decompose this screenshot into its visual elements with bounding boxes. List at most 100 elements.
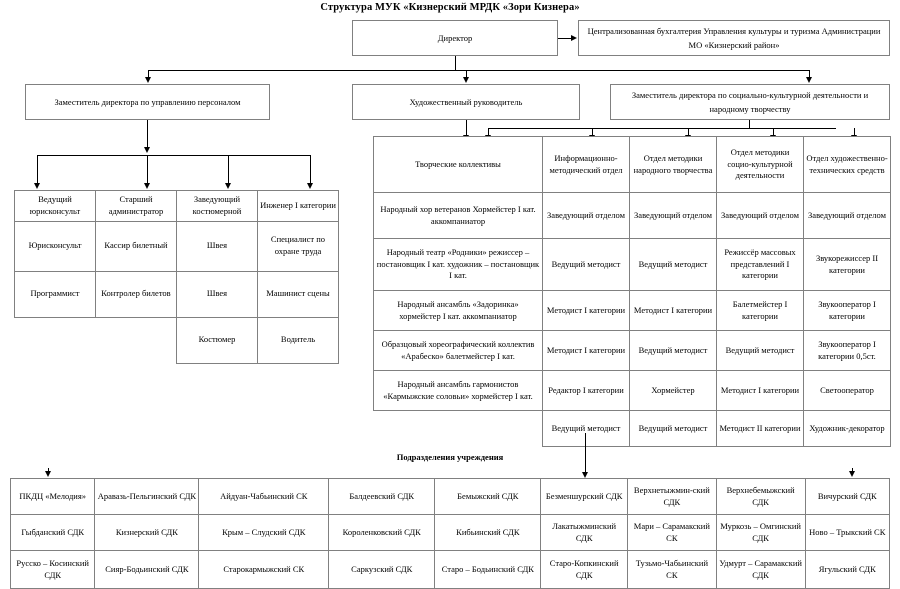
cell-dept-r5c3: Методист II категории [716, 410, 804, 447]
cell-dept-r2c3: Балетмейстер I категории [716, 290, 804, 331]
cell-dept-r5c0 [374, 411, 543, 447]
cell-sub-r2c5: Старо-Копкинский СДК [540, 550, 628, 589]
arrow-hr-col4 [306, 183, 313, 189]
connector-socio-down [749, 120, 750, 128]
cell-left-r0c0: Юрисконсульт [14, 220, 96, 272]
cell-dept-r1c2: Ведущий методист [629, 238, 717, 291]
table-row: Народный театр «Родники» режиссер – пост… [373, 238, 891, 291]
cell-dept-r1c3: Режиссёр массовых представлений I катего… [716, 238, 804, 291]
connector-tier2-bus [148, 70, 809, 71]
connector-tier2-left [148, 70, 149, 78]
table-row: Народный хор ветеранов Хормейстер I кат.… [373, 192, 891, 239]
cell-left-r2c3: Водитель [257, 316, 339, 364]
box-centralized-accounting: Централизованная бухгалтерия Управления … [578, 20, 890, 56]
cell-sub-r2c1: Сияр-Бодьинский СДК [94, 550, 200, 589]
table-row: Программист Контролер билетов Швея Машин… [14, 270, 339, 318]
cell-sub-r0c1: Аравазь-Пельгинский СДК [94, 478, 200, 515]
cell-left-h1: Старший администратор [95, 190, 177, 222]
table-row: Русско – Косинский СДК Сияр-Бодьинский С… [9, 550, 890, 589]
arrow-hr-col1 [33, 183, 40, 189]
connector-hr-col3 [228, 155, 229, 184]
arrow-hr-col3 [224, 183, 231, 189]
arrow-hr-col2 [143, 183, 150, 189]
cell-sub-r0c7: Верхнебемыжский СДК [715, 478, 806, 515]
cell-dept-r0c1: Заведующий отделом [542, 192, 630, 239]
cell-dept-r5c1: Ведущий методист [542, 410, 630, 447]
arrow-tier2-left [144, 77, 151, 83]
connector-director-to-accounting [558, 38, 572, 39]
table-row: Образцовый хореографический коллектив «А… [373, 330, 891, 371]
box-deputy-sociocultural: Заместитель директора по социально-культ… [610, 84, 890, 120]
cell-sub-r0c5: Безменшурский СДК [540, 478, 628, 515]
subdivisions-title: Подразделения учреждения [396, 452, 504, 462]
cell-dept-r3c3: Ведущий методист [716, 330, 804, 371]
table-row: Ведущий юрисконсульт Старший администрат… [14, 190, 339, 222]
connector-dept-col5 [854, 128, 855, 136]
cell-sub-r0c3: Балдеевский СДК [328, 478, 436, 515]
cell-dept-r1c0: Народный театр «Родники» режиссер – пост… [373, 238, 543, 291]
arrow-subdivisions-down [581, 472, 588, 478]
cell-left-r1c2: Швея [176, 270, 258, 318]
cell-sub-r1c1: Кизнерский СДК [94, 514, 200, 551]
cell-dept-r0c3: Заведующий отделом [716, 192, 804, 239]
cell-dept-r4c4: Светооператор [803, 370, 891, 411]
cell-dept-h3: Отдел методики социо-культурной деятельн… [716, 136, 804, 193]
staff-grid-left: Ведущий юрисконсульт Старший администрат… [14, 190, 339, 364]
connector-hr-bus [37, 155, 310, 156]
connector-hr-col2 [147, 155, 148, 184]
table-row: Юрисконсульт Кассир билетный Швея Специа… [14, 220, 339, 272]
cell-dept-r2c2: Методист I категории [629, 290, 717, 331]
table-row: Костюмер Водитель [15, 316, 339, 364]
cell-dept-r2c0: Народный ансамбль «Задоринка» хормейстер… [373, 290, 543, 331]
cell-sub-r1c2: Крым – Слудский СДК [198, 514, 330, 551]
cell-left-h3: Инженер I категории [257, 190, 339, 222]
cell-dept-r4c0: Народный ансамбль гармонистов «Кармыжски… [373, 370, 543, 411]
table-row: Гыбданский СДК Кизнерский СДК Крым – Слу… [9, 514, 890, 551]
cell-sub-r0c6: Верхнетыжмин-ский СДК [626, 478, 717, 515]
cell-dept-r3c1: Методист I категории [542, 330, 630, 371]
box-director: Директор [352, 20, 558, 56]
box-deputy-hr: Заместитель директора по управлению перс… [25, 84, 270, 120]
connector-subdivisions-down [585, 433, 586, 475]
cell-dept-r4c3: Методист I категории [716, 370, 804, 411]
cell-sub-r0c8: Вичурский СДК [804, 478, 890, 515]
cell-left-r2c2: Костюмер [176, 316, 258, 364]
cell-sub-r2c3: Саркузский СДК [328, 550, 436, 589]
cell-dept-r1c1: Ведущий методист [542, 238, 630, 291]
cell-sub-r2c2: Старокармыжский СК [198, 550, 330, 589]
arrow-tier2-right [805, 77, 812, 83]
cell-left-r1c3: Машинист сцены [257, 270, 339, 318]
departments-grid: Творческие коллективы Информационно-мето… [373, 136, 891, 447]
cell-left-h2: Заведующий костюмерной [176, 190, 258, 222]
arrow-tier2-mid [462, 77, 469, 83]
page-title: Структура МУК «Кизнерский МРДК «Зори Киз… [320, 2, 580, 13]
cell-dept-r3c2: Ведущий методист [629, 330, 717, 371]
cell-sub-r1c4: Кибьинский СДК [434, 514, 542, 551]
cell-left-h0: Ведущий юрисконсульт [14, 190, 96, 222]
subdivisions-grid: ПКДЦ «Мелодия» Аравазь-Пельгинский СДК А… [9, 478, 890, 589]
cell-dept-r3c4: Звукооператор I категории 0,5ст. [803, 330, 891, 371]
cell-sub-r1c8: Ново – Трыкский СК [804, 514, 890, 551]
cell-dept-r0c2: Заведующий отделом [629, 192, 717, 239]
cell-sub-r2c6: Тузьмо-Чабьинский СК [626, 550, 717, 589]
cell-dept-r4c1: Редактор I категории [542, 370, 630, 411]
cell-left-r1c1: Контролер билетов [95, 270, 177, 318]
cell-sub-r0c2: Айдуан-Чабьинский СК [198, 478, 330, 515]
cell-sub-r1c6: Мари – Сарамакский СК [626, 514, 717, 551]
cell-left-r2c0 [15, 317, 96, 363]
cell-sub-r0c4: Бемыжский СДК [434, 478, 542, 515]
arrow-director-to-accounting [571, 34, 577, 41]
cell-left-r1c0: Программист [14, 270, 96, 318]
arrow-hr-down [143, 147, 150, 153]
cell-sub-r1c7: Муркозь – Омгинский СДК [715, 514, 806, 551]
connector-hr-down [147, 120, 148, 148]
connector-dept-col3 [688, 128, 689, 136]
cell-sub-r0c0: ПКДЦ «Мелодия» [9, 478, 96, 515]
connector-dept-col2 [592, 128, 593, 136]
connector-departments-bus [488, 128, 836, 129]
connector-dept-col4 [773, 128, 774, 136]
box-artistic-director: Художественный руководитель [352, 84, 580, 120]
cell-sub-r2c8: Ягульский СДК [804, 550, 890, 589]
connector-director-down [455, 56, 456, 70]
